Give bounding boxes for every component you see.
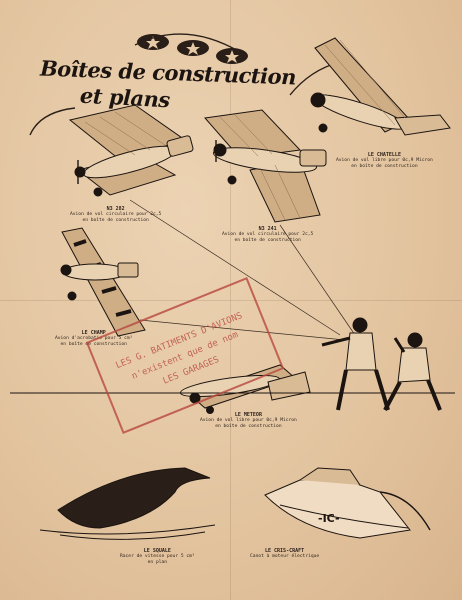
caption-le-cris-craft: LE CRIS-CRAFT Canot à moteur électrique: [250, 548, 319, 560]
boat-le-squale: [39, 467, 216, 540]
paper-fold-vertical: [230, 0, 231, 600]
page-title-line2: et plans: [79, 82, 171, 113]
caption-desc: en boîte de construction: [215, 424, 282, 429]
biplane-n3-282: [68, 104, 194, 197]
caption-le-squale: LE SQUALE Racer de vitesse pour 5 cm³ en…: [120, 548, 195, 566]
caption-desc: Canot à moteur électrique: [250, 554, 320, 559]
caption-name: LE METEOR: [234, 412, 262, 418]
caption-desc: Avion de vol circulaire pour 2c,5: [222, 232, 314, 237]
caption-name: LE SQUALE: [143, 548, 171, 554]
caption-desc: Avion de vol circulaire pour 2c,5: [70, 212, 162, 217]
star-emblems: [137, 34, 248, 64]
caption-name: N3 241: [258, 226, 277, 232]
caption-name: LE CHAMP: [81, 330, 106, 336]
caption-desc: en boîte de construction: [351, 164, 418, 169]
control-lines: [129, 199, 356, 341]
biplane-n3-241: [204, 109, 327, 223]
paper-fold-horizontal: [0, 300, 462, 301]
caption-name: LE CRIS-CRAFT: [265, 548, 305, 554]
caption-n3-241: N3 241 Avion de vol circulaire pour 2c,5…: [222, 226, 313, 244]
caption-le-champ: LE CHAMP Avion d'acrobatie pour 5 cm³ en…: [55, 330, 132, 348]
caption-desc: en plan: [147, 560, 168, 565]
caption-le-chatelle: LE CHATELLE Avion de vol libre pour 0c,9…: [336, 152, 433, 170]
caption-n3-282: N3 282 Avion de vol circulaire pour 2c,5…: [70, 206, 161, 224]
caption-desc: Avion d'acrobatie pour 5 cm³: [55, 336, 133, 341]
monoplane-le-chatelle: [310, 37, 451, 136]
caption-desc: en boîte de construction: [234, 238, 301, 243]
caption-desc: Avion de vol libre pour 0c,9 Micron: [336, 158, 433, 163]
caption-desc: Avion de vol libre pour 0c,9 Micron: [200, 418, 297, 423]
caption-desc: en boîte de construction: [82, 218, 149, 223]
pilot-figures: [321, 317, 442, 411]
caption-le-meteor: LE METEOR Avion de vol libre pour 0c,9 M…: [200, 412, 297, 430]
boat-marking: -IC-: [318, 512, 340, 525]
boat-le-cris-craft: [264, 467, 431, 539]
caption-desc: en boîte de construction: [60, 342, 127, 347]
biplane-le-champ: [60, 227, 146, 337]
caption-desc: Racer de vitesse pour 5 cm³: [120, 554, 195, 559]
caption-name: LE CHATELLE: [367, 152, 401, 158]
caption-name: N3 282: [106, 206, 125, 212]
